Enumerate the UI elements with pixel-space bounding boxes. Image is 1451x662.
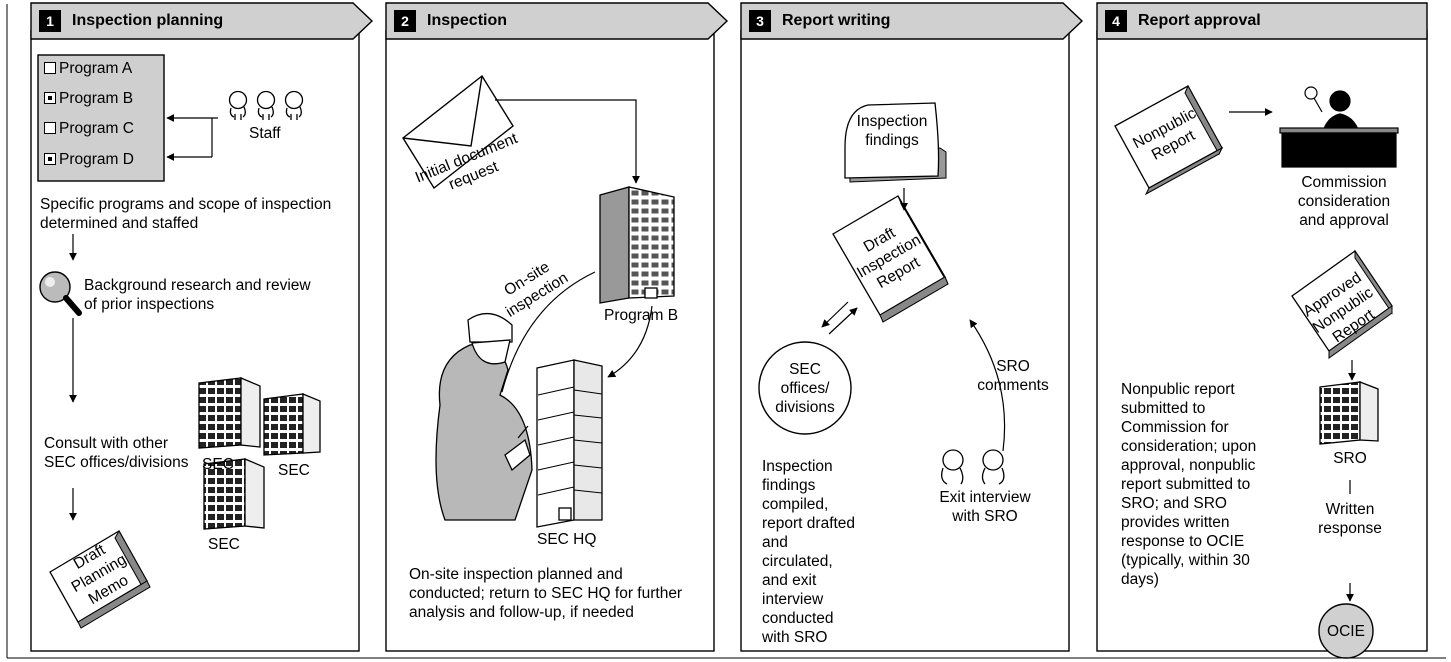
- sec-buildings: [198, 377, 321, 530]
- research-text: Background research and review of prior …: [84, 277, 311, 313]
- findings-label: Inspection findings: [856, 113, 928, 149]
- banner-2: [385, 2, 729, 40]
- offices-label: SEC offices/ divisions: [775, 361, 835, 416]
- hq-label: SEC HQ: [537, 531, 597, 548]
- consult-text: Consult with other SEC offices/divisions: [44, 435, 189, 471]
- report-writing-description: Inspection findings compiled, report dra…: [762, 458, 856, 646]
- sec-hq-building: [536, 359, 603, 528]
- program-list-box: [37, 54, 165, 182]
- sec-offices-circle: [758, 341, 852, 435]
- staff-label: Staff: [249, 125, 281, 142]
- comments-label: SRO comments: [977, 358, 1049, 394]
- program-b-building: [599, 186, 675, 304]
- stage-1-number: 1: [39, 10, 61, 32]
- sec-label: SEC: [202, 456, 234, 473]
- banner-3: [740, 2, 1084, 40]
- program-item: Program C: [44, 119, 134, 138]
- ocie-label: OCIE: [1327, 623, 1365, 640]
- program-item: Program B: [44, 89, 133, 108]
- staff-arrows: [69, 114, 218, 521]
- commission-icon: [1279, 86, 1399, 168]
- program-item: Program D: [44, 150, 134, 169]
- exit-interview-label: Exit interview with SRO: [939, 489, 1031, 525]
- stage-3-number: 3: [749, 10, 771, 32]
- stage-3-title: Report writing: [782, 12, 891, 29]
- nonpublic-document: [1114, 84, 1224, 196]
- building-3: [203, 458, 265, 530]
- exit-interview-icon: [941, 449, 1005, 485]
- stage-2-title: Inspection: [427, 12, 508, 29]
- inspection-description: On-site inspection planned and conducted…: [409, 566, 683, 621]
- staff-icon: [228, 90, 304, 120]
- checkbox-icon: [44, 62, 56, 74]
- sro-label: SRO: [1333, 450, 1367, 467]
- inspector-figure: [435, 313, 533, 521]
- sec-label: SEC: [278, 462, 310, 479]
- panel4-arrows: [1229, 108, 1356, 602]
- building-1: [198, 377, 261, 449]
- program-item: Program A: [44, 59, 132, 78]
- scope-text: Specific programs and scope of inspectio…: [40, 196, 332, 232]
- building-2: [263, 393, 321, 456]
- panel3-arrows: [821, 188, 1006, 452]
- sro-building: [1319, 381, 1379, 445]
- approval-description: Nonpublic report submitted to Commission…: [1121, 381, 1257, 588]
- stage-4-number: 4: [1105, 10, 1127, 32]
- stage-1-title: Inspection planning: [72, 12, 224, 29]
- outer-frame: [6, 4, 1446, 659]
- magnifier-icon: [39, 271, 82, 316]
- checkbox-icon: [44, 122, 56, 134]
- findings-document: [844, 102, 947, 183]
- program-b-label: Program B: [604, 307, 679, 324]
- envelope-icon: [402, 74, 514, 190]
- draft-report-document: [832, 195, 949, 323]
- banner-1: [30, 2, 374, 40]
- approved-document: [1291, 249, 1393, 359]
- commission-label: Commission consideration and approval: [1297, 174, 1391, 229]
- checkbox-checked-icon: [44, 153, 56, 165]
- banner-4: [1096, 2, 1428, 40]
- memo-document: [49, 529, 151, 629]
- header-banners: [30, 2, 1428, 40]
- stage-4-title: Report approval: [1138, 12, 1261, 29]
- ocie-circle: [1318, 603, 1374, 659]
- stage-2-number: 2: [394, 10, 416, 32]
- response-label: Written response: [1318, 501, 1382, 537]
- checkbox-checked-icon: [44, 92, 56, 104]
- sec-label: SEC: [208, 536, 240, 553]
- panel2-arrows: [495, 99, 653, 393]
